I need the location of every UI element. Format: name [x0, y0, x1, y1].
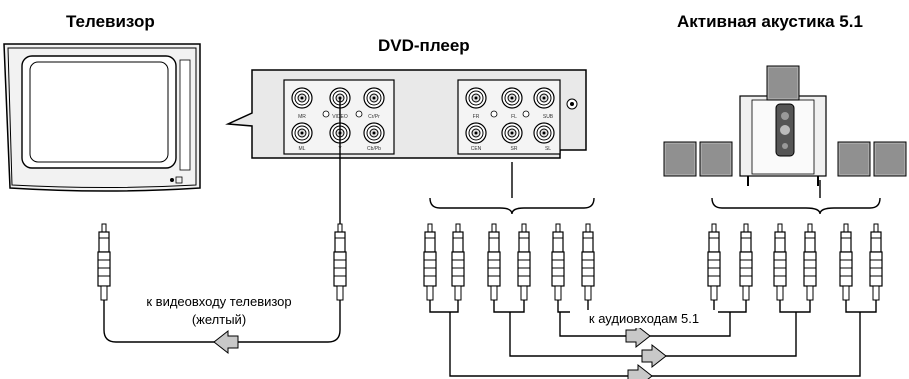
video-caption-line1: к видеовходу телевизор	[146, 294, 291, 309]
dvd-player-icon	[225, 69, 587, 159]
audio-cables	[429, 162, 881, 377]
rca-plug-icon	[423, 223, 437, 301]
rca-plug-icon	[451, 223, 465, 301]
rca-plug-icon	[869, 223, 883, 301]
tv-title: Телевизор	[66, 12, 155, 31]
jack-label: Cb/Pb	[367, 146, 381, 152]
rca-jack	[533, 122, 555, 144]
jack-label: SUB	[543, 114, 554, 120]
rca-jack	[363, 87, 385, 109]
jack-label: MR	[298, 114, 306, 120]
rca-plug-icon	[333, 223, 347, 301]
rca-jack	[465, 122, 487, 144]
rca-jack	[291, 87, 313, 109]
rca-plug-icon	[487, 223, 501, 301]
jack-label: FL	[511, 114, 517, 120]
tv-icon	[3, 43, 201, 192]
rca-plug-icon	[551, 223, 565, 301]
rca-plug-icon	[803, 223, 817, 301]
rca-jack	[291, 122, 313, 144]
rca-jack	[501, 87, 523, 109]
audio-caption: к аудиовходам 5.1	[589, 311, 699, 326]
jack-label: CEN	[471, 146, 482, 152]
rca-plug-icon	[581, 223, 595, 301]
rca-plug-icon	[97, 223, 111, 301]
dvd-title: DVD-плеер	[378, 36, 470, 55]
jack-label: SL	[545, 146, 551, 152]
jack-label: SR	[511, 146, 518, 152]
rca-jack	[501, 122, 523, 144]
rca-plug-icon	[517, 223, 531, 301]
jack-label: Cr/Pr	[368, 114, 380, 120]
rca-jack	[533, 87, 555, 109]
jack-label: ML	[299, 146, 306, 152]
rca-plug-icon	[707, 223, 721, 301]
speakers-title: Активная акустика 5.1	[677, 12, 863, 31]
arrow-icon	[213, 323, 667, 379]
dvd-jacks-right: FR CEN SR FL SUB SL	[465, 87, 555, 152]
rca-jack	[465, 87, 487, 109]
rca-plug-icon	[739, 223, 753, 301]
rca-plug-group	[97, 223, 883, 301]
rca-plug-icon	[839, 223, 853, 301]
speaker-system-icon	[663, 65, 907, 186]
rca-plug-icon	[773, 223, 787, 301]
video-caption-line2: (желтый)	[192, 312, 246, 327]
rca-jack	[363, 122, 385, 144]
jack-label: FR	[473, 114, 480, 120]
